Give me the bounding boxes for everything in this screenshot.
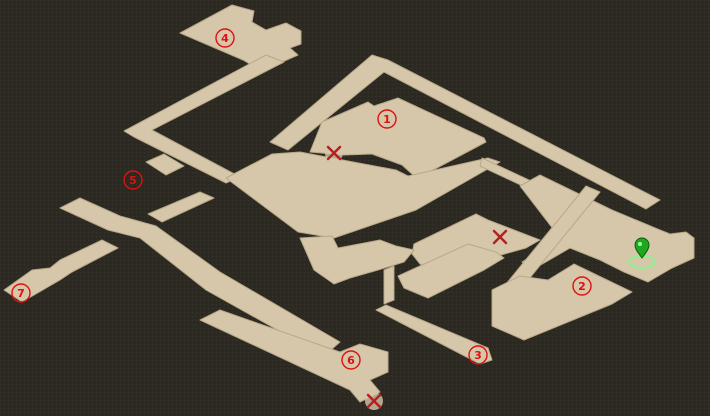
svg-text:7: 7 <box>17 287 25 300</box>
label-6: 6 <box>341 350 361 370</box>
svg-text:3: 3 <box>474 349 482 362</box>
label-4: 4 <box>215 28 235 48</box>
stub-vertical <box>383 265 395 305</box>
svg-text:5: 5 <box>129 174 137 187</box>
cross-marker-c[interactable] <box>365 392 383 410</box>
player-position[interactable] <box>628 237 656 269</box>
cross-marker-b[interactable] <box>491 228 509 246</box>
cross-icon <box>326 145 342 161</box>
svg-text:1: 1 <box>383 113 391 126</box>
label-7: 7 <box>11 283 31 303</box>
cross-marker-a[interactable] <box>325 144 343 162</box>
room-2 <box>491 263 633 341</box>
svg-text:2: 2 <box>578 280 586 293</box>
label-3: 3 <box>468 345 488 365</box>
room-6 <box>199 309 389 403</box>
label-5: 5 <box>123 170 143 190</box>
floor-layout <box>3 4 695 403</box>
corridor-to-room-3 <box>375 304 493 365</box>
map-pin-icon <box>634 237 650 259</box>
room-7 <box>3 239 119 303</box>
svg-text:4: 4 <box>221 32 229 45</box>
svg-text:6: 6 <box>347 354 355 367</box>
corridor-top <box>269 54 661 210</box>
platform-lower <box>397 243 505 299</box>
block-5b <box>147 191 215 223</box>
corridor-south-west <box>59 197 341 357</box>
main-hall <box>225 151 501 239</box>
cross-icon <box>366 393 382 409</box>
junction-lower <box>299 235 415 285</box>
block-5 <box>145 153 185 176</box>
label-1: 1 <box>377 109 397 129</box>
label-2: 2 <box>572 276 592 296</box>
cross-icon <box>492 229 508 245</box>
